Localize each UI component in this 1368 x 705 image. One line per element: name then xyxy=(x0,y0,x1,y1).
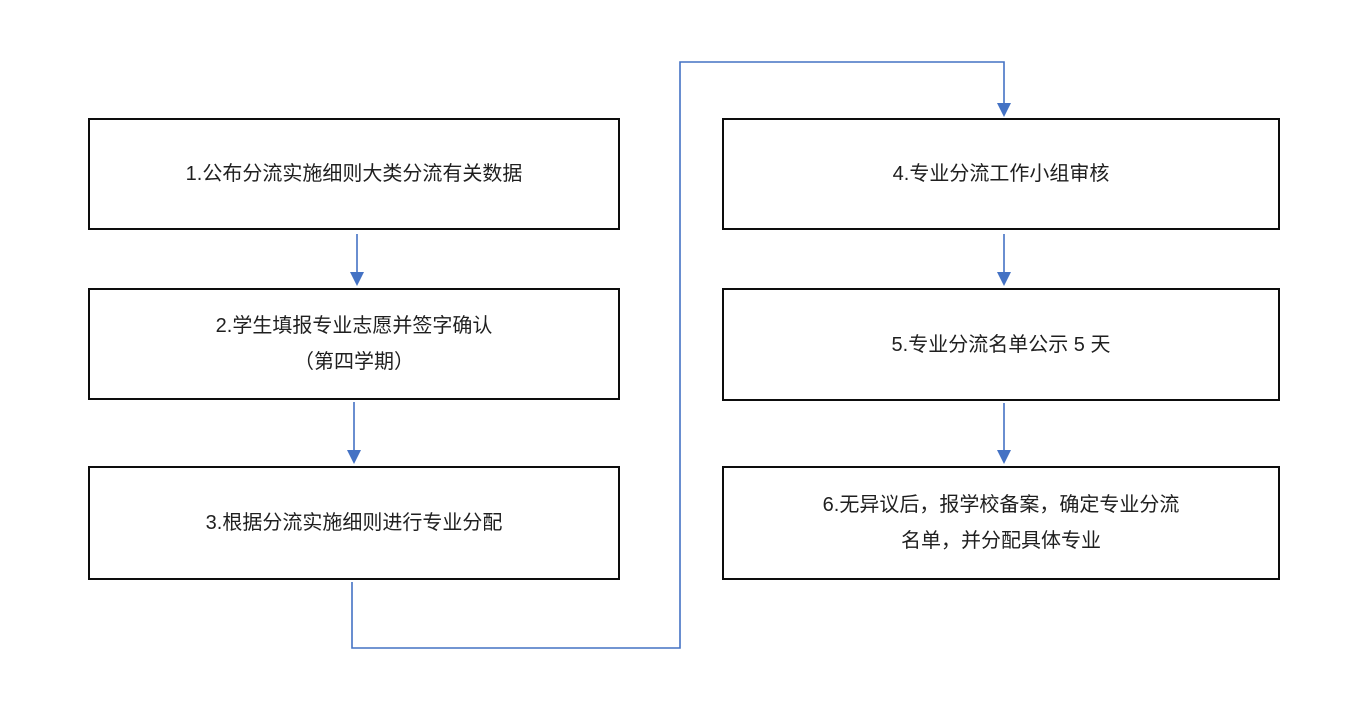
arrow-step5-to-step6 xyxy=(997,403,1011,464)
arrow-step1-to-step2 xyxy=(350,234,364,286)
flow-step-5-box: 5.专业分流名单公示 5 天 xyxy=(722,288,1280,401)
flow-step-1-box: 1.公布分流实施细则大类分流有关数据 xyxy=(88,118,620,230)
flow-step-3-text-line1: 3.根据分流实施细则进行专业分配 xyxy=(205,512,503,534)
flow-step-6-box: 6.无异议后，报学校备案，确定专业分流 名单，并分配具体专业 xyxy=(722,466,1280,580)
flow-step-6-text-line1: 6.无异议后，报学校备案，确定专业分流 xyxy=(822,494,1180,516)
flow-step-2-text-line1: 2.学生填报专业志愿并签字确认 xyxy=(215,315,493,337)
flow-step-4-box: 4.专业分流工作小组审核 xyxy=(722,118,1280,230)
arrow-step2-to-step3 xyxy=(347,402,361,464)
flow-step-2-text-line2: （第四学期） xyxy=(294,351,414,373)
flow-step-1-text-line1: 1.公布分流实施细则大类分流有关数据 xyxy=(185,163,523,185)
flow-step-5-text-line1: 5.专业分流名单公示 5 天 xyxy=(891,333,1111,356)
flow-step-2-box: 2.学生填报专业志愿并签字确认 （第四学期） xyxy=(88,288,620,400)
flow-step-6-text-line2: 名单，并分配具体专业 xyxy=(901,530,1101,552)
arrow-step4-to-step5 xyxy=(997,234,1011,286)
flow-step-3-box: 3.根据分流实施细则进行专业分配 xyxy=(88,466,620,580)
flow-step-4-text-line1: 4.专业分流工作小组审核 xyxy=(892,163,1110,185)
